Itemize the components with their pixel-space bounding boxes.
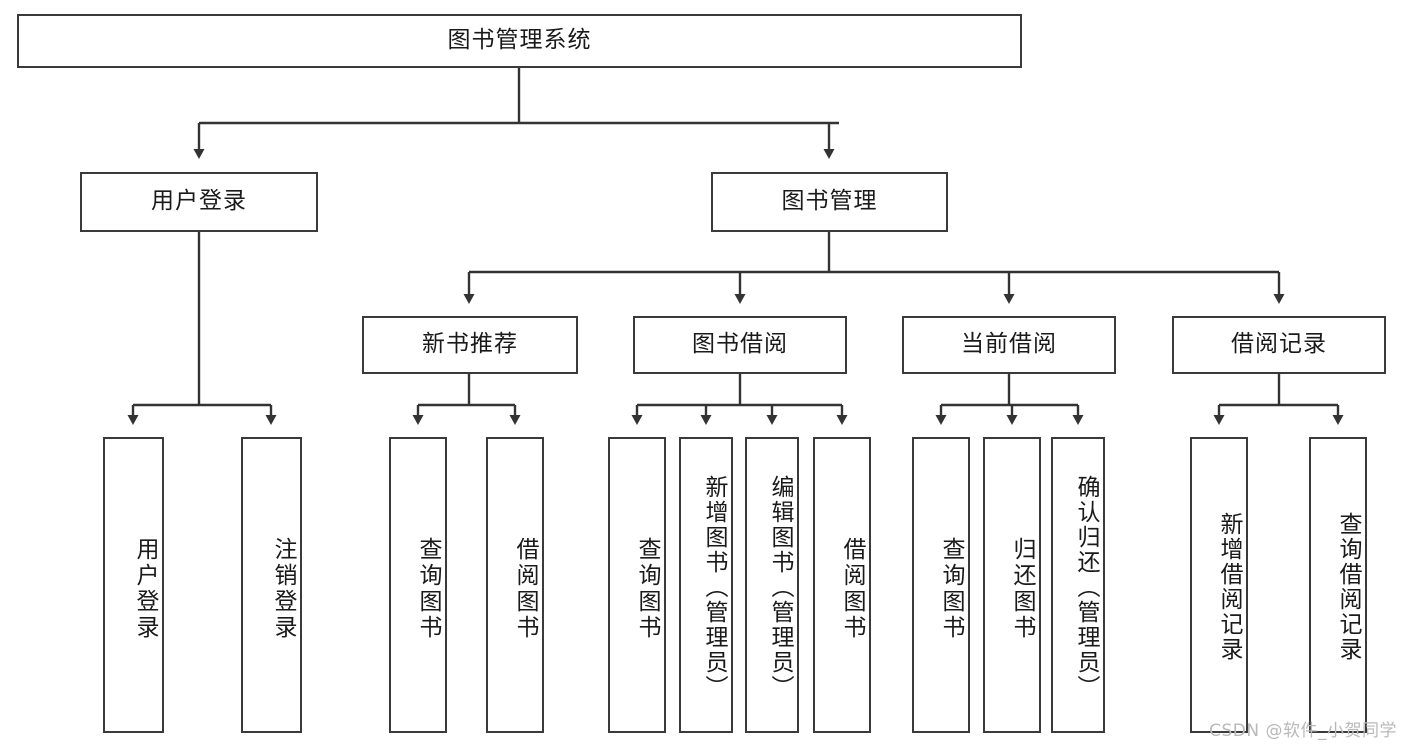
node-leaf-add-borrow-record[interactable]: 新增借阅记录 <box>1190 437 1248 733</box>
node-leaf-confirm-return-admin[interactable]: 确认归还（管理员） <box>1051 437 1105 733</box>
node-leaf-add-book-admin-label: 新增图书（管理员） <box>701 474 727 700</box>
node-root-book-management-system[interactable]: 图书管理系统 <box>17 14 1022 68</box>
node-leaf-borrow-book-label: 借阅图书 <box>839 537 865 641</box>
node-leaf-edit-book-admin-label: 编辑图书（管理员） <box>767 474 793 700</box>
node-leaf-query-book-borrow-label: 查询图书 <box>634 537 660 641</box>
node-leaf-query-book-current[interactable]: 查询图书 <box>912 437 970 733</box>
node-leaf-query-book-borrow[interactable]: 查询图书 <box>608 437 666 733</box>
node-borrow-record[interactable]: 借阅记录 <box>1172 316 1386 374</box>
node-user-login[interactable]: 用户登录 <box>80 172 318 232</box>
node-current-borrow[interactable]: 当前借阅 <box>902 316 1116 374</box>
node-book-management[interactable]: 图书管理 <box>711 172 948 232</box>
node-leaf-borrow-book-recommend-label: 借阅图书 <box>512 537 538 641</box>
node-book-borrow[interactable]: 图书借阅 <box>633 316 847 374</box>
node-leaf-logout[interactable]: 注销登录 <box>241 437 302 733</box>
node-leaf-user-login[interactable]: 用户登录 <box>103 437 164 733</box>
node-leaf-add-book-admin[interactable]: 新增图书（管理员） <box>679 437 733 733</box>
node-leaf-add-borrow-record-label: 新增借阅记录 <box>1216 512 1242 662</box>
node-leaf-query-book-recommend-label: 查询图书 <box>415 537 441 641</box>
node-leaf-borrow-book[interactable]: 借阅图书 <box>813 437 871 733</box>
node-leaf-return-book-label: 归还图书 <box>1009 537 1035 641</box>
node-leaf-return-book[interactable]: 归还图书 <box>983 437 1041 733</box>
node-new-book-recommend[interactable]: 新书推荐 <box>362 316 578 374</box>
node-leaf-query-book-current-label: 查询图书 <box>938 537 964 641</box>
node-leaf-logout-label: 注销登录 <box>270 537 296 641</box>
node-leaf-edit-book-admin[interactable]: 编辑图书（管理员） <box>745 437 799 733</box>
node-leaf-borrow-book-recommend[interactable]: 借阅图书 <box>486 437 544 733</box>
node-leaf-query-borrow-record-label: 查询借阅记录 <box>1335 512 1361 662</box>
csdn-watermark: CSDN @软件_小贺同学 <box>1209 721 1397 741</box>
node-leaf-confirm-return-admin-label: 确认归还（管理员） <box>1073 474 1099 700</box>
node-leaf-query-book-recommend[interactable]: 查询图书 <box>389 437 447 733</box>
node-leaf-user-login-label: 用户登录 <box>132 537 158 641</box>
node-leaf-query-borrow-record[interactable]: 查询借阅记录 <box>1309 437 1367 733</box>
